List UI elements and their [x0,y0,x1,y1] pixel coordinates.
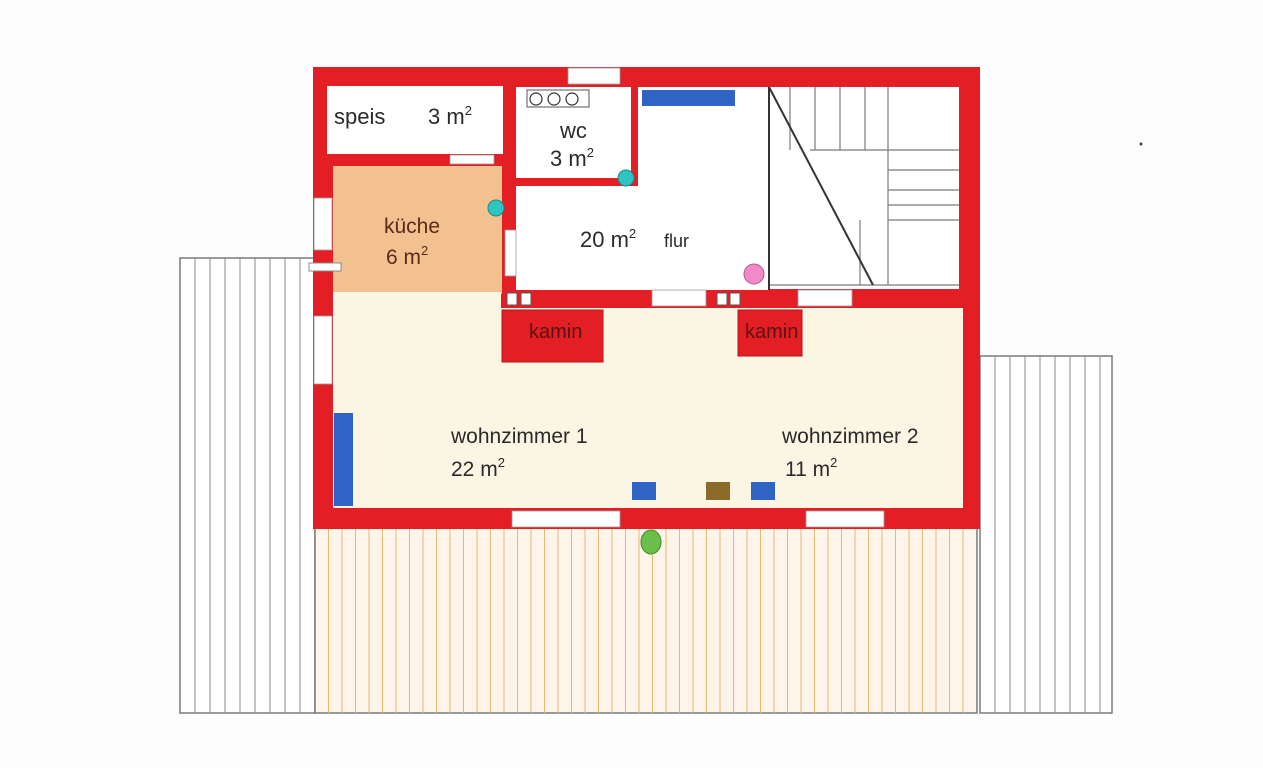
radiator-small-2 [751,482,775,500]
wc-label: wc [559,118,587,143]
flur-area: 20 m2 [580,226,636,252]
wohnzimmer-1-area-value: 22 m [451,458,498,481]
speis-area-sup: 2 [465,103,472,118]
wohnzimmer-2-area: 11 m2 [785,455,837,481]
radiators [334,90,775,506]
terrace [314,527,978,714]
kueche-area: 6 m2 [386,243,428,269]
kamin-1-label: kamin [529,321,582,343]
marker-cyan-kueche [487,199,505,217]
marker-cyan-wc [617,169,635,187]
wc-area-sup: 2 [587,145,594,160]
kamin-2-block [737,309,803,357]
wc-area-value: 3 m [550,146,587,171]
radiator-small-1 [632,482,656,500]
stairwell [769,87,959,289]
marker-pink-flur [743,263,765,285]
kueche-area-value: 6 m [386,246,421,269]
speis-area-value: 3 m [428,104,465,129]
kueche-label: küche [384,215,440,238]
kueche-room [333,166,502,294]
wohnzimmer-1-area: 22 m2 [451,455,505,481]
flur-area-sup: 2 [629,226,636,241]
wohnzimmer-2-label: wohnzimmer 2 [781,425,919,448]
brown-box [706,482,730,500]
wc-fixtures [526,89,590,108]
kueche-area-sup: 2 [421,243,428,258]
flur-label: flur [664,231,689,251]
wohnzimmer-1-area-sup: 2 [498,455,505,470]
speis-room [327,86,503,154]
wohnzimmer-2-area-value: 11 m [785,458,830,481]
kamin-vents [506,292,741,306]
living-lower-left [333,292,501,312]
speis-area: 3 m2 [428,103,472,129]
wc-area: 3 m2 [550,145,594,171]
left-deck [179,257,316,714]
marker-green-terrace [640,529,662,555]
kamin-2-label: kamin [745,321,798,343]
radiator-flur [642,90,735,106]
dot-mark [1139,142,1143,146]
windows [313,67,885,528]
flur-room [516,186,769,290]
kueche-door-sill [308,262,342,272]
wohnzimmer-1-label: wohnzimmer 1 [450,425,588,448]
right-deck [979,355,1113,714]
speis-label: speis [334,104,385,129]
staircase [768,86,959,290]
kamin-1-block [501,309,604,363]
wohnzimmer-2-area-sup: 2 [830,455,837,470]
flur-area-value: 20 m [580,227,629,252]
living-area [333,308,963,508]
radiator-west [334,413,353,506]
